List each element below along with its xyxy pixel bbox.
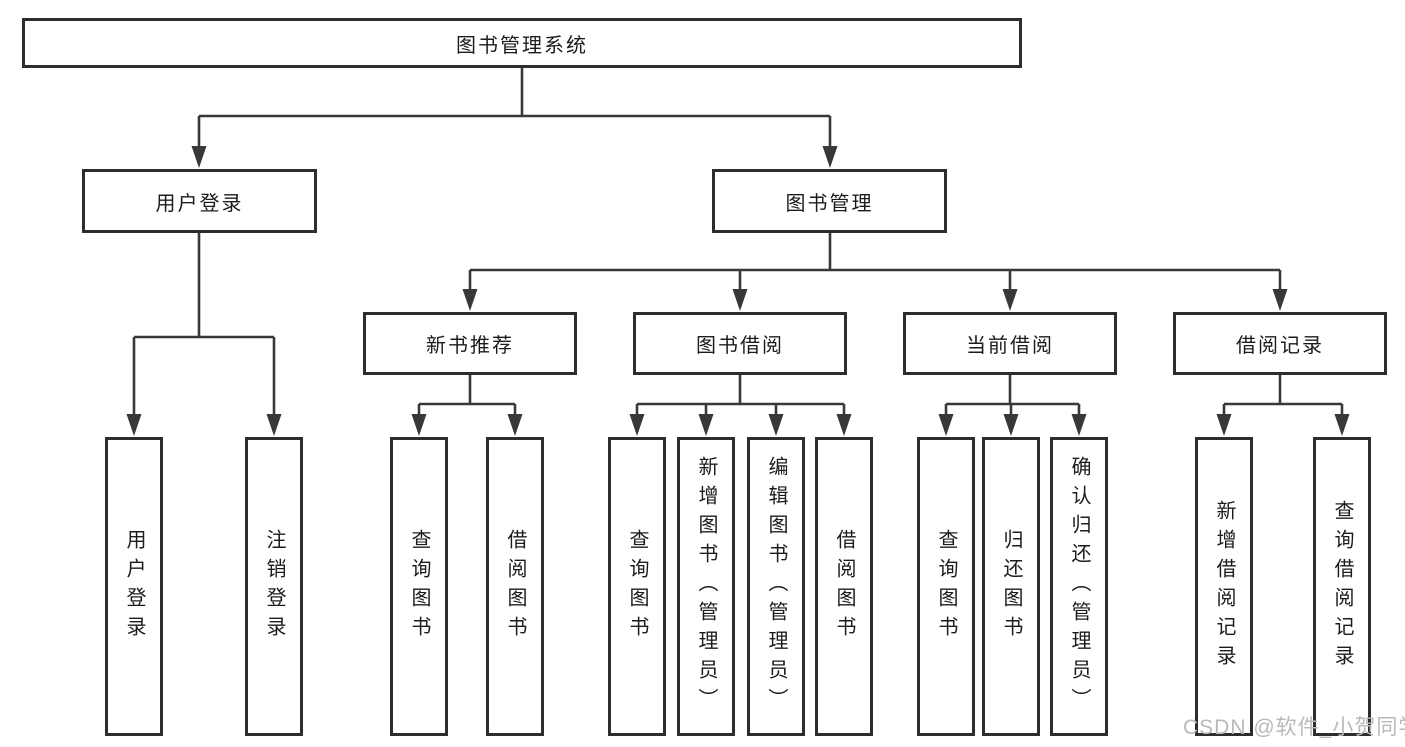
csdn-watermark: CSDN @软件_小贺同学 [1183, 716, 1405, 739]
node-current-borrowing-label: 当前借阅 [966, 335, 1054, 357]
node-user-login-label: 用户登录 [155, 192, 244, 215]
leaf-return-books: 归还图书 [982, 437, 1040, 736]
leaf-borrow-books-recommend: 借阅图书 [486, 437, 544, 736]
leaf-query-books-current-label: 查询图书 [935, 528, 957, 645]
connector-current-to-leaves [938, 375, 1087, 436]
connector-login-to-leaves [126, 233, 282, 436]
node-root: 图书管理系统 [22, 18, 1022, 68]
node-book-borrowing: 图书借阅 [633, 312, 847, 375]
leaf-query-books-borrowing: 查询图书 [608, 437, 666, 736]
leaf-query-borrow-record: 查询借阅记录 [1313, 437, 1371, 736]
leaf-borrow-books-recommend-label: 借阅图书 [504, 528, 526, 645]
leaf-query-books-current: 查询图书 [917, 437, 975, 736]
connector-borrowing-to-leaves [629, 375, 852, 436]
connector-records-to-leaves [1216, 375, 1350, 436]
leaf-user-login-label: 用户登录 [123, 528, 145, 645]
leaf-borrow-books-borrowing: 借阅图书 [815, 437, 873, 736]
node-borrowing-records: 借阅记录 [1173, 312, 1387, 375]
node-root-label: 图书管理系统 [456, 34, 588, 57]
leaf-confirm-return-admin-label: 确认归还（管理员） [1068, 456, 1090, 717]
leaf-edit-books-admin-label: 编辑图书（管理员） [765, 456, 787, 717]
leaf-logout: 注销登录 [245, 437, 303, 736]
node-book-management: 图书管理 [712, 169, 947, 233]
node-user-login: 用户登录 [82, 169, 317, 233]
leaf-query-books-recommend: 查询图书 [390, 437, 448, 736]
leaf-edit-books-admin: 编辑图书（管理员） [747, 437, 805, 736]
node-book-management-label: 图书管理 [785, 192, 874, 215]
leaf-add-borrow-record: 新增借阅记录 [1195, 437, 1253, 736]
leaf-add-borrow-record-label: 新增借阅记录 [1213, 499, 1235, 674]
leaf-add-books-admin-label: 新增图书（管理员） [695, 456, 717, 717]
leaf-logout-label: 注销登录 [263, 528, 285, 645]
node-borrowing-records-label: 借阅记录 [1236, 335, 1324, 357]
leaf-confirm-return-admin: 确认归还（管理员） [1050, 437, 1108, 736]
connector-mgmt-to-modules [462, 233, 1288, 311]
connector-newbook-to-leaves [411, 375, 523, 436]
leaf-query-books-borrowing-label: 查询图书 [626, 528, 648, 645]
leaf-return-books-label: 归还图书 [1000, 528, 1022, 645]
leaf-query-books-recommend-label: 查询图书 [408, 528, 430, 645]
node-current-borrowing: 当前借阅 [903, 312, 1117, 375]
node-book-borrowing-label: 图书借阅 [696, 335, 784, 357]
leaf-borrow-books-borrowing-label: 借阅图书 [833, 528, 855, 645]
node-new-book-recommend-label: 新书推荐 [426, 335, 514, 357]
connector-root-to-level2 [191, 68, 838, 168]
leaf-user-login: 用户登录 [105, 437, 163, 736]
node-new-book-recommend: 新书推荐 [363, 312, 577, 375]
leaf-add-books-admin: 新增图书（管理员） [677, 437, 735, 736]
leaf-query-borrow-record-label: 查询借阅记录 [1331, 499, 1353, 674]
